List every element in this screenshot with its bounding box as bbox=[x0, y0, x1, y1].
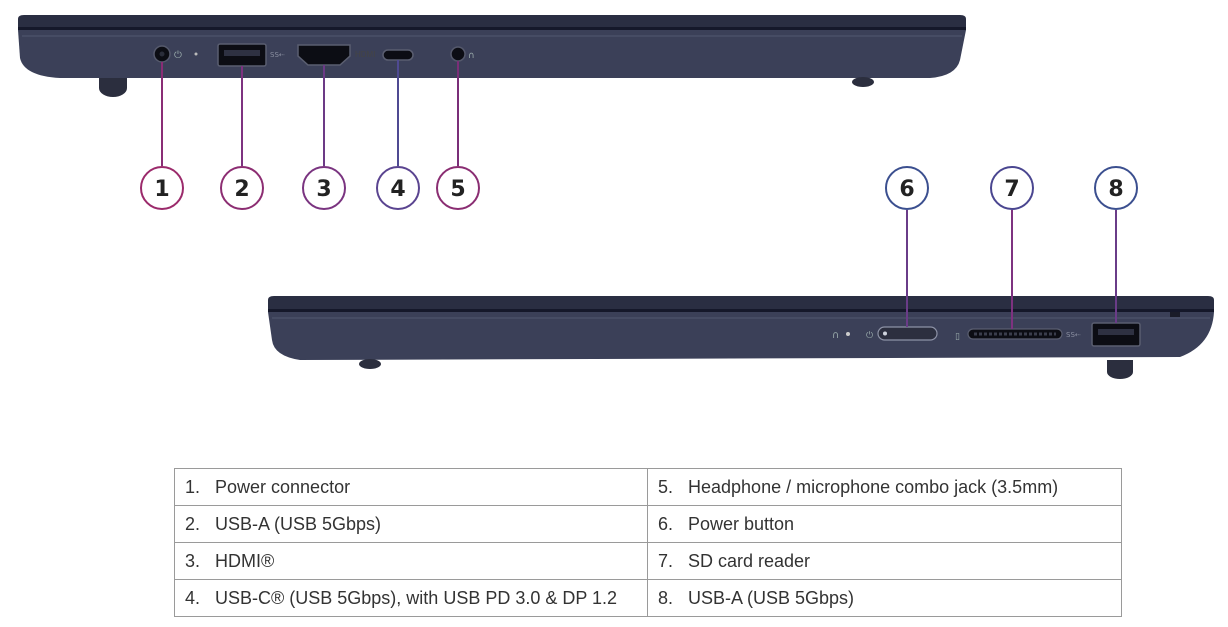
svg-text:SS⇠: SS⇠ bbox=[270, 51, 285, 59]
callout-number: 5 bbox=[450, 177, 465, 202]
callout-4: 4 bbox=[376, 166, 420, 210]
audio-jack-port bbox=[450, 46, 466, 62]
svg-text:SS⇠: SS⇠ bbox=[1066, 331, 1081, 339]
callout-5: 5 bbox=[436, 166, 480, 210]
laptop-right-side-view: ∩ ⏻ ▯ SS⇠ bbox=[268, 296, 1214, 379]
callout-number: 1 bbox=[154, 177, 169, 202]
legend-number: 2. bbox=[185, 513, 201, 534]
legend-cell: 1. Power connector bbox=[174, 468, 648, 506]
legend-number: 8. bbox=[658, 587, 674, 608]
legend-cell: 3. HDMI® bbox=[174, 542, 648, 580]
svg-text:∩: ∩ bbox=[468, 51, 475, 61]
legend-text: USB-C® (USB 5Gbps), with USB PD 3.0 & DP… bbox=[215, 587, 618, 608]
legend-cell: 8. USB-A (USB 5Gbps) bbox=[647, 579, 1122, 617]
legend-number: 1. bbox=[185, 476, 201, 497]
legend-number: 4. bbox=[185, 587, 201, 608]
table-row: 2. USB-A (USB 5Gbps) 6. Power button bbox=[174, 505, 1122, 543]
callout-number: 6 bbox=[899, 177, 914, 202]
legend-cell: 7. SD card reader bbox=[647, 542, 1122, 580]
callout-number: 4 bbox=[390, 177, 405, 202]
legend-cell: 4. USB-C® (USB 5Gbps), with USB PD 3.0 & … bbox=[174, 579, 648, 617]
legend-text: Power connector bbox=[215, 476, 351, 497]
callout-number: 3 bbox=[316, 177, 331, 202]
svg-text:⏻: ⏻ bbox=[174, 50, 182, 61]
svg-text:∩: ∩ bbox=[832, 330, 839, 341]
callout-number: 8 bbox=[1108, 177, 1123, 202]
legend-cell: 5. Headphone / microphone combo jack (3.5… bbox=[647, 468, 1122, 506]
ports-legend-table: 1. Power connector 5. Headphone / micropho… bbox=[174, 468, 1122, 617]
callout-lines-right bbox=[906, 210, 1117, 329]
callout-7: 7 bbox=[990, 166, 1034, 210]
legend-text: Headphone / microphone combo jack (3.5mm… bbox=[688, 476, 1059, 497]
svg-text:▯: ▯ bbox=[955, 332, 960, 342]
legend-number: 6. bbox=[658, 513, 674, 534]
legend-text: USB-A (USB 5Gbps) bbox=[215, 513, 382, 534]
hdmi-port-label: HDMI bbox=[355, 50, 375, 59]
callout-8: 8 bbox=[1094, 166, 1138, 210]
callout-number: 2 bbox=[234, 177, 249, 202]
callout-lines-left bbox=[161, 60, 459, 166]
usb-c-port bbox=[382, 49, 414, 61]
legend-cell: 6. Power button bbox=[647, 505, 1122, 543]
table-row: 4. USB-C® (USB 5Gbps), with USB PD 3.0 & … bbox=[174, 579, 1122, 617]
laptop-ports-diagram: ⏻ SS⇠ HDMI ∩ 1 2 3 4 5 bbox=[18, 15, 1214, 379]
legend-cell: 2. USB-A (USB 5Gbps) bbox=[174, 505, 648, 543]
laptop-base bbox=[268, 312, 1214, 360]
legend-number: 5. bbox=[658, 476, 674, 497]
table-row: 1. Power connector 5. Headphone / micropho… bbox=[174, 468, 1122, 506]
legend-text: HDMI® bbox=[215, 550, 275, 571]
callout-number: 7 bbox=[1004, 177, 1019, 202]
legend-number: 3. bbox=[185, 550, 201, 571]
laptop-lid bbox=[18, 15, 966, 27]
callout-3: 3 bbox=[302, 166, 346, 210]
laptop-left-side-view: ⏻ SS⇠ HDMI ∩ bbox=[18, 15, 966, 97]
hdmi-port bbox=[297, 44, 351, 66]
laptop-foot bbox=[359, 359, 381, 369]
callout-6: 6 bbox=[885, 166, 929, 210]
callout-1: 1 bbox=[140, 166, 184, 210]
laptop-foot bbox=[852, 77, 874, 87]
callout-2: 2 bbox=[220, 166, 264, 210]
legend-number: 7. bbox=[658, 550, 674, 571]
laptop-lid bbox=[268, 296, 1214, 309]
legend-text: USB-A (USB 5Gbps) bbox=[688, 587, 855, 608]
table-row: 3. HDMI® 7. SD card reader bbox=[174, 542, 1122, 580]
legend-text: SD card reader bbox=[688, 550, 811, 571]
svg-text:⏻: ⏻ bbox=[866, 330, 873, 341]
legend-text: Power button bbox=[688, 513, 795, 534]
